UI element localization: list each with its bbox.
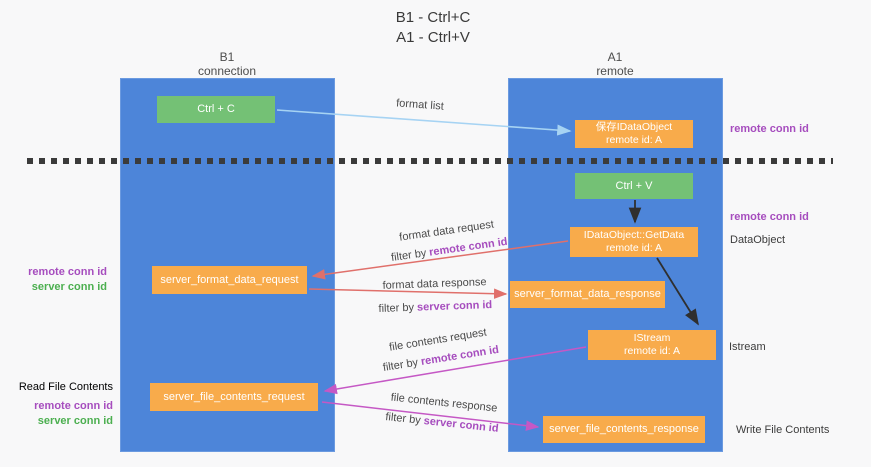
node-format-request-label: server_format_data_request (160, 273, 299, 286)
label-write-file-contents: Write File Contents (736, 424, 830, 436)
arrow-file-contents-request (323, 346, 587, 395)
node-idataobject-getdata: IDataObject::GetData remote id: A (570, 227, 698, 257)
label-dataobject: DataObject (730, 234, 786, 246)
node-istream: IStream remote id: A (588, 330, 716, 360)
label-remote-conn-id-mid: remote conn id (730, 211, 809, 223)
arrow-format-data-response (308, 288, 508, 299)
label-read-file-contents-block: Read File Contents remote conn id server… (6, 380, 113, 429)
node-format-response-label: server_format_data_response (514, 288, 661, 300)
node-ctrl-v-label: Ctrl + V (615, 179, 653, 192)
node-save-idataobject-line1: 保存IDataObject (595, 121, 673, 133)
node-ctrl-v: Ctrl + V (575, 173, 693, 199)
column-header-b1: B1 connection (167, 50, 287, 78)
arrow-file-contents-response (321, 401, 540, 431)
title-line-2: A1 - Ctrl+V (396, 29, 470, 46)
column-header-a1: A1 remote (555, 50, 675, 78)
label-istream: Istream (729, 341, 766, 353)
column-name-b1: B1 (219, 50, 235, 64)
node-file-response-label: server_file_contents_response (549, 423, 699, 435)
label-read-server-conn-id: server conn id (37, 415, 113, 427)
label-left-remote-conn-id: remote conn id (28, 266, 107, 278)
arrow-getdata-to-istream (656, 257, 699, 326)
session-divider-line (27, 158, 833, 164)
node-ctrl-c: Ctrl + C (157, 96, 275, 123)
node-istream-line1: IStream (633, 332, 671, 344)
column-subtitle-b1: connection (197, 64, 257, 78)
node-istream-line2: remote id: A (623, 345, 681, 357)
label-left-server-conn-id: server conn id (31, 281, 107, 293)
label-read-file-contents: Read File Contents (18, 381, 113, 393)
node-getdata-line1: IDataObject::GetData (583, 229, 685, 241)
label-left-conn-ids: remote conn id server conn id (0, 265, 107, 295)
arrow-format-list (276, 109, 572, 136)
node-server-format-data-response: server_format_data_response (510, 281, 665, 308)
node-save-idataobject: 保存IDataObject remote id: A (575, 120, 693, 148)
arrow-format-data-request (311, 240, 569, 280)
node-getdata-line2: remote id: A (605, 242, 663, 254)
node-file-request-label: server_file_contents_request (163, 390, 305, 403)
column-name-a1: A1 (607, 50, 623, 64)
label-remote-conn-id-top: remote conn id (730, 123, 809, 135)
column-subtitle-a1: remote (596, 64, 634, 78)
diagram-title: B1 - Ctrl+C A1 - Ctrl+V (333, 8, 533, 48)
node-ctrl-c-label: Ctrl + C (197, 103, 235, 115)
title-line-1: B1 - Ctrl+C (395, 9, 471, 26)
label-read-remote-conn-id: remote conn id (34, 400, 113, 412)
node-server-file-contents-response: server_file_contents_response (543, 416, 705, 443)
node-server-format-data-request: server_format_data_request (152, 266, 307, 294)
node-server-file-contents-request: server_file_contents_request (150, 383, 318, 411)
node-save-idataobject-line2: remote id: A (605, 134, 663, 146)
